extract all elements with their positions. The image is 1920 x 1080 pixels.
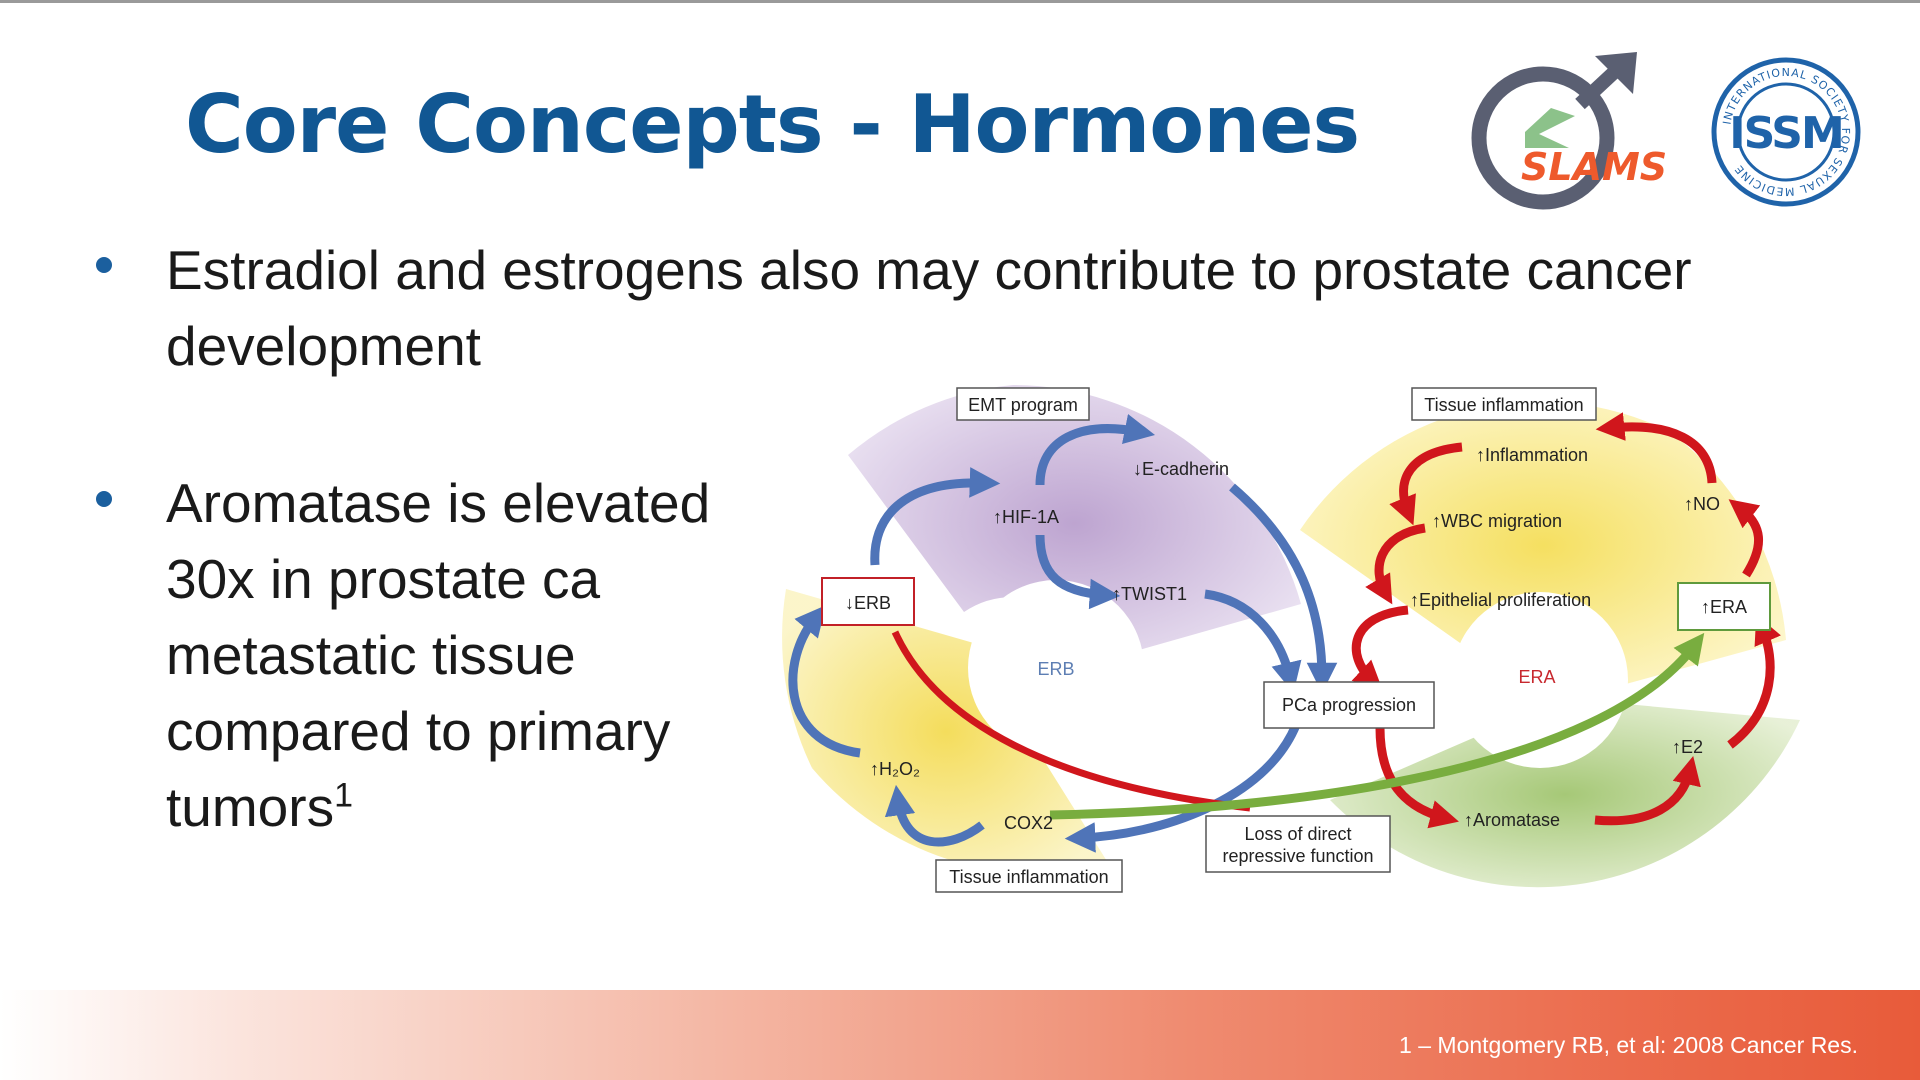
erb-box-label: ↓ERB — [845, 593, 891, 613]
era-inflammation-zone — [1300, 401, 1786, 690]
red-arrow-era-to-no — [1728, 499, 1763, 578]
blue-arrow-twist1-to-pca — [1204, 589, 1302, 693]
erb-inflammation-zone — [782, 589, 1110, 875]
issm-outer-ring — [1711, 57, 1861, 207]
era-tissue-inflammation-box — [1411, 387, 1597, 421]
blue-arrow-hif-to-ecadherin — [1035, 414, 1156, 486]
issm-inner-ring — [1736, 82, 1836, 182]
twist1-label: ↑TWIST1 — [1112, 584, 1187, 604]
erb-box — [821, 577, 915, 626]
issm-logo: INTERNATIONAL SOCIETY FOR SEXUAL MEDICIN… — [1711, 57, 1861, 207]
bullet-text: Estradiol and estrogens also may contrib… — [166, 239, 1692, 377]
erb-tissue-inflammation-box — [935, 859, 1123, 893]
green-arrow-to-era — [1049, 632, 1705, 820]
cox2-label: COX2 — [1004, 813, 1053, 833]
wbc-migration-label: ↑WBC migration — [1432, 511, 1562, 531]
blue-arrow-hif-to-twist1 — [1035, 534, 1121, 610]
aromatase-zone — [1330, 702, 1800, 888]
no-label: ↑NO — [1684, 494, 1720, 514]
hif-1a-label: ↑HIF-1A — [993, 507, 1059, 527]
red-arrow-wbc-to-epithelial — [1365, 523, 1426, 605]
red-arrow-inflammation-to-wbc — [1389, 442, 1463, 526]
footer-citation: 1 – Montgomery RB, et al: 2008 Cancer Re… — [1399, 1032, 1858, 1058]
era-hub-label: ERA — [1518, 667, 1555, 687]
blue-arrow-cox2-to-h2o2 — [884, 784, 985, 847]
slams-logo-text: SLAMS — [1521, 145, 1667, 189]
male-arrow-head — [1595, 52, 1637, 94]
pca-progression-label: PCa progression — [1282, 695, 1416, 715]
bullet-text: Aromatase is elevated 30x in prostate ca… — [166, 472, 711, 838]
era-box — [1677, 582, 1771, 631]
footer-band: 1 – Montgomery RB, et al: 2008 Cancer Re… — [0, 990, 1920, 1080]
blue-arrow-ecadherin-to-pca — [1229, 483, 1338, 694]
bullet-dot — [96, 491, 112, 507]
era-box-label: ↑ERA — [1701, 597, 1747, 617]
bullet-aromatase: Aromatase is elevated 30x in prostate ca… — [166, 465, 786, 845]
red-arrow-e2-to-era — [1727, 614, 1781, 749]
top-border-line — [0, 0, 1920, 3]
pca-progression-box — [1263, 681, 1435, 729]
emt-zone — [848, 385, 1301, 662]
bullet-dot — [96, 257, 112, 273]
emt-program-box — [956, 387, 1090, 421]
emt-program-label: EMT program — [968, 395, 1078, 415]
slams-ring-shape — [1471, 66, 1615, 210]
e-cadherin-label: ↓E-cadherin — [1133, 459, 1229, 479]
loss-of-repression-line-1: Loss of direct — [1244, 824, 1351, 844]
loss-of-repression-line-2: repressive function — [1222, 846, 1373, 866]
e2-label: ↑E2 — [1672, 737, 1703, 757]
slide-title: Core Concepts - Hormones — [185, 78, 1360, 171]
erb-hub — [968, 580, 1144, 756]
erb-tissue-inflammation-label: Tissue inflammation — [949, 867, 1108, 887]
bullet-estradiol: Estradiol and estrogens also may contrib… — [166, 232, 1786, 384]
inflammation-label: ↑Inflammation — [1476, 445, 1588, 465]
erb-hub-label: ERB — [1037, 659, 1074, 679]
loss-of-repression-box — [1205, 815, 1391, 873]
citation-superscript: 1 — [334, 776, 354, 815]
epithelial-proliferation-label: ↑Epithelial proliferation — [1410, 590, 1591, 610]
red-arrow-epithelial-to-pca — [1351, 605, 1409, 690]
aromatase-label: ↑Aromatase — [1464, 810, 1560, 830]
slams-green-arrow-icon — [1525, 100, 1575, 148]
era-tissue-inflammation-label: Tissue inflammation — [1424, 395, 1583, 415]
slams-logo: SLAMS — [1471, 52, 1667, 210]
h2o2-label: ↑H₂O₂ — [870, 759, 920, 779]
blue-arrow-erb-to-hif — [870, 467, 1001, 566]
red-arrow-no-to-inflammation — [1595, 412, 1717, 484]
issm-logo-text: ISSM — [1729, 108, 1843, 159]
red-line-erb-repression — [891, 630, 1251, 812]
blue-arrow-h2o2-to-erb — [788, 605, 861, 758]
red-arrow-aromatase-to-e2 — [1594, 755, 1701, 826]
